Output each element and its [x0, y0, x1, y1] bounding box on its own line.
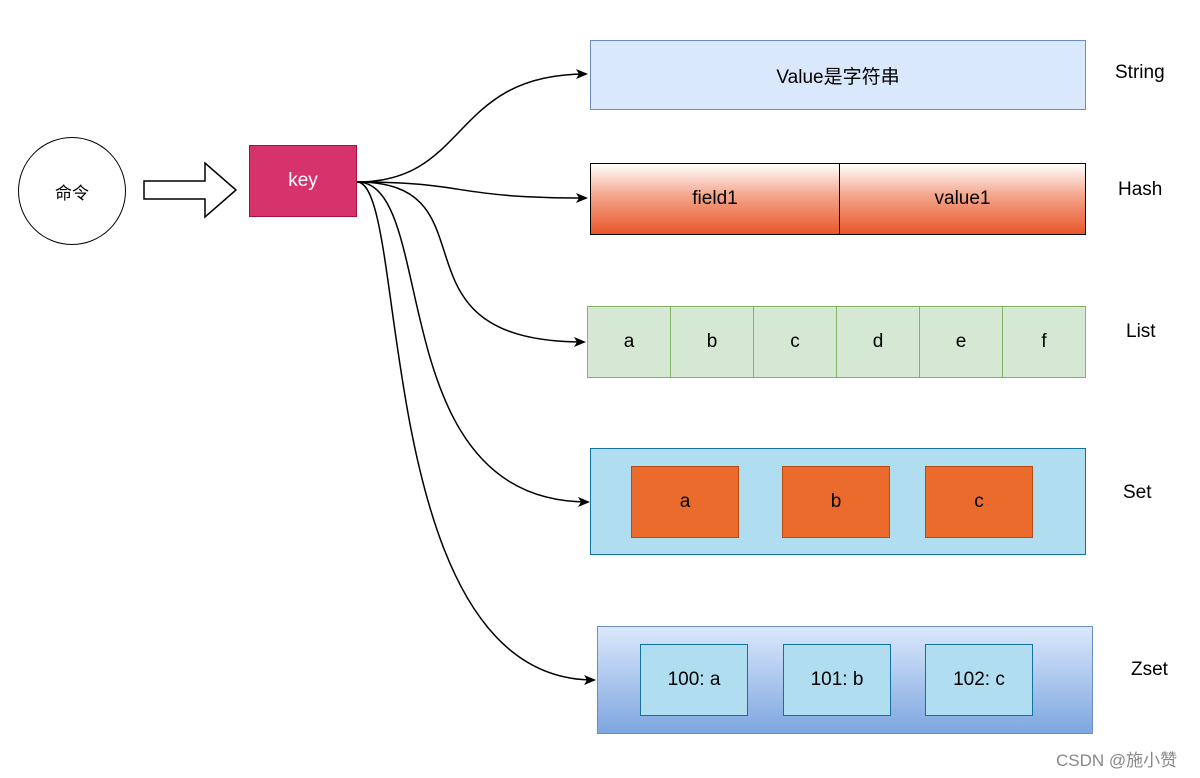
- hash-box: field1 value1: [590, 163, 1086, 235]
- list-type-label: List: [1126, 321, 1156, 342]
- key-label: key: [288, 170, 318, 191]
- edge-key-string: [356, 69, 588, 183]
- list-item: c: [754, 307, 837, 377]
- string-value: Value是字符串: [776, 66, 900, 88]
- hash-field-cell: field1: [591, 164, 840, 234]
- list-item-label: c: [790, 331, 800, 352]
- list-item: d: [837, 307, 920, 377]
- zset-box: 100: a 101: b 102: c: [597, 626, 1093, 734]
- command-label: 命令: [55, 183, 89, 203]
- zset-item-label: 101: b: [810, 669, 864, 690]
- set-item-label: c: [974, 491, 984, 512]
- hash-value-cell: value1: [840, 164, 1085, 234]
- list-item-label: d: [872, 331, 884, 352]
- string-type-label: String: [1115, 62, 1165, 83]
- hash-value: value1: [934, 188, 991, 209]
- hash-type-label: Hash: [1118, 179, 1163, 200]
- set-item: c: [925, 466, 1033, 538]
- zset-item-label: 102: c: [953, 669, 1005, 690]
- list-item-label: f: [1041, 331, 1047, 352]
- key-node: key: [249, 145, 357, 217]
- edge-key-zset: [356, 181, 596, 685]
- zset-item: 102: c: [925, 644, 1033, 716]
- set-box: a b c: [590, 448, 1086, 555]
- zset-item-label: 100: a: [667, 669, 721, 690]
- zset-item: 101: b: [783, 644, 891, 716]
- list-item-label: b: [706, 331, 718, 352]
- list-item: e: [920, 307, 1003, 377]
- list-box: a b c d e f: [587, 306, 1086, 378]
- watermark: CSDN @施小赞: [1056, 751, 1178, 770]
- set-item-label: a: [679, 491, 691, 512]
- string-box: Value是字符串: [590, 40, 1086, 110]
- list-item-label: a: [623, 331, 635, 352]
- hash-field: field1: [692, 188, 738, 209]
- list-item: a: [588, 307, 671, 377]
- command-node: 命令: [18, 137, 126, 245]
- zset-item: 100: a: [640, 644, 748, 716]
- set-item: a: [631, 466, 739, 538]
- set-type-label: Set: [1123, 482, 1152, 503]
- zset-type-label: Zset: [1131, 659, 1168, 680]
- list-item: b: [671, 307, 754, 377]
- edge-key-list: [356, 181, 586, 347]
- edge-key-hash: [356, 181, 588, 203]
- list-item: f: [1003, 307, 1085, 377]
- set-item: b: [782, 466, 890, 538]
- list-item-label: e: [955, 331, 967, 352]
- set-item-label: b: [830, 491, 842, 512]
- command-to-key-arrow: [143, 161, 238, 219]
- edge-key-set: [356, 181, 590, 507]
